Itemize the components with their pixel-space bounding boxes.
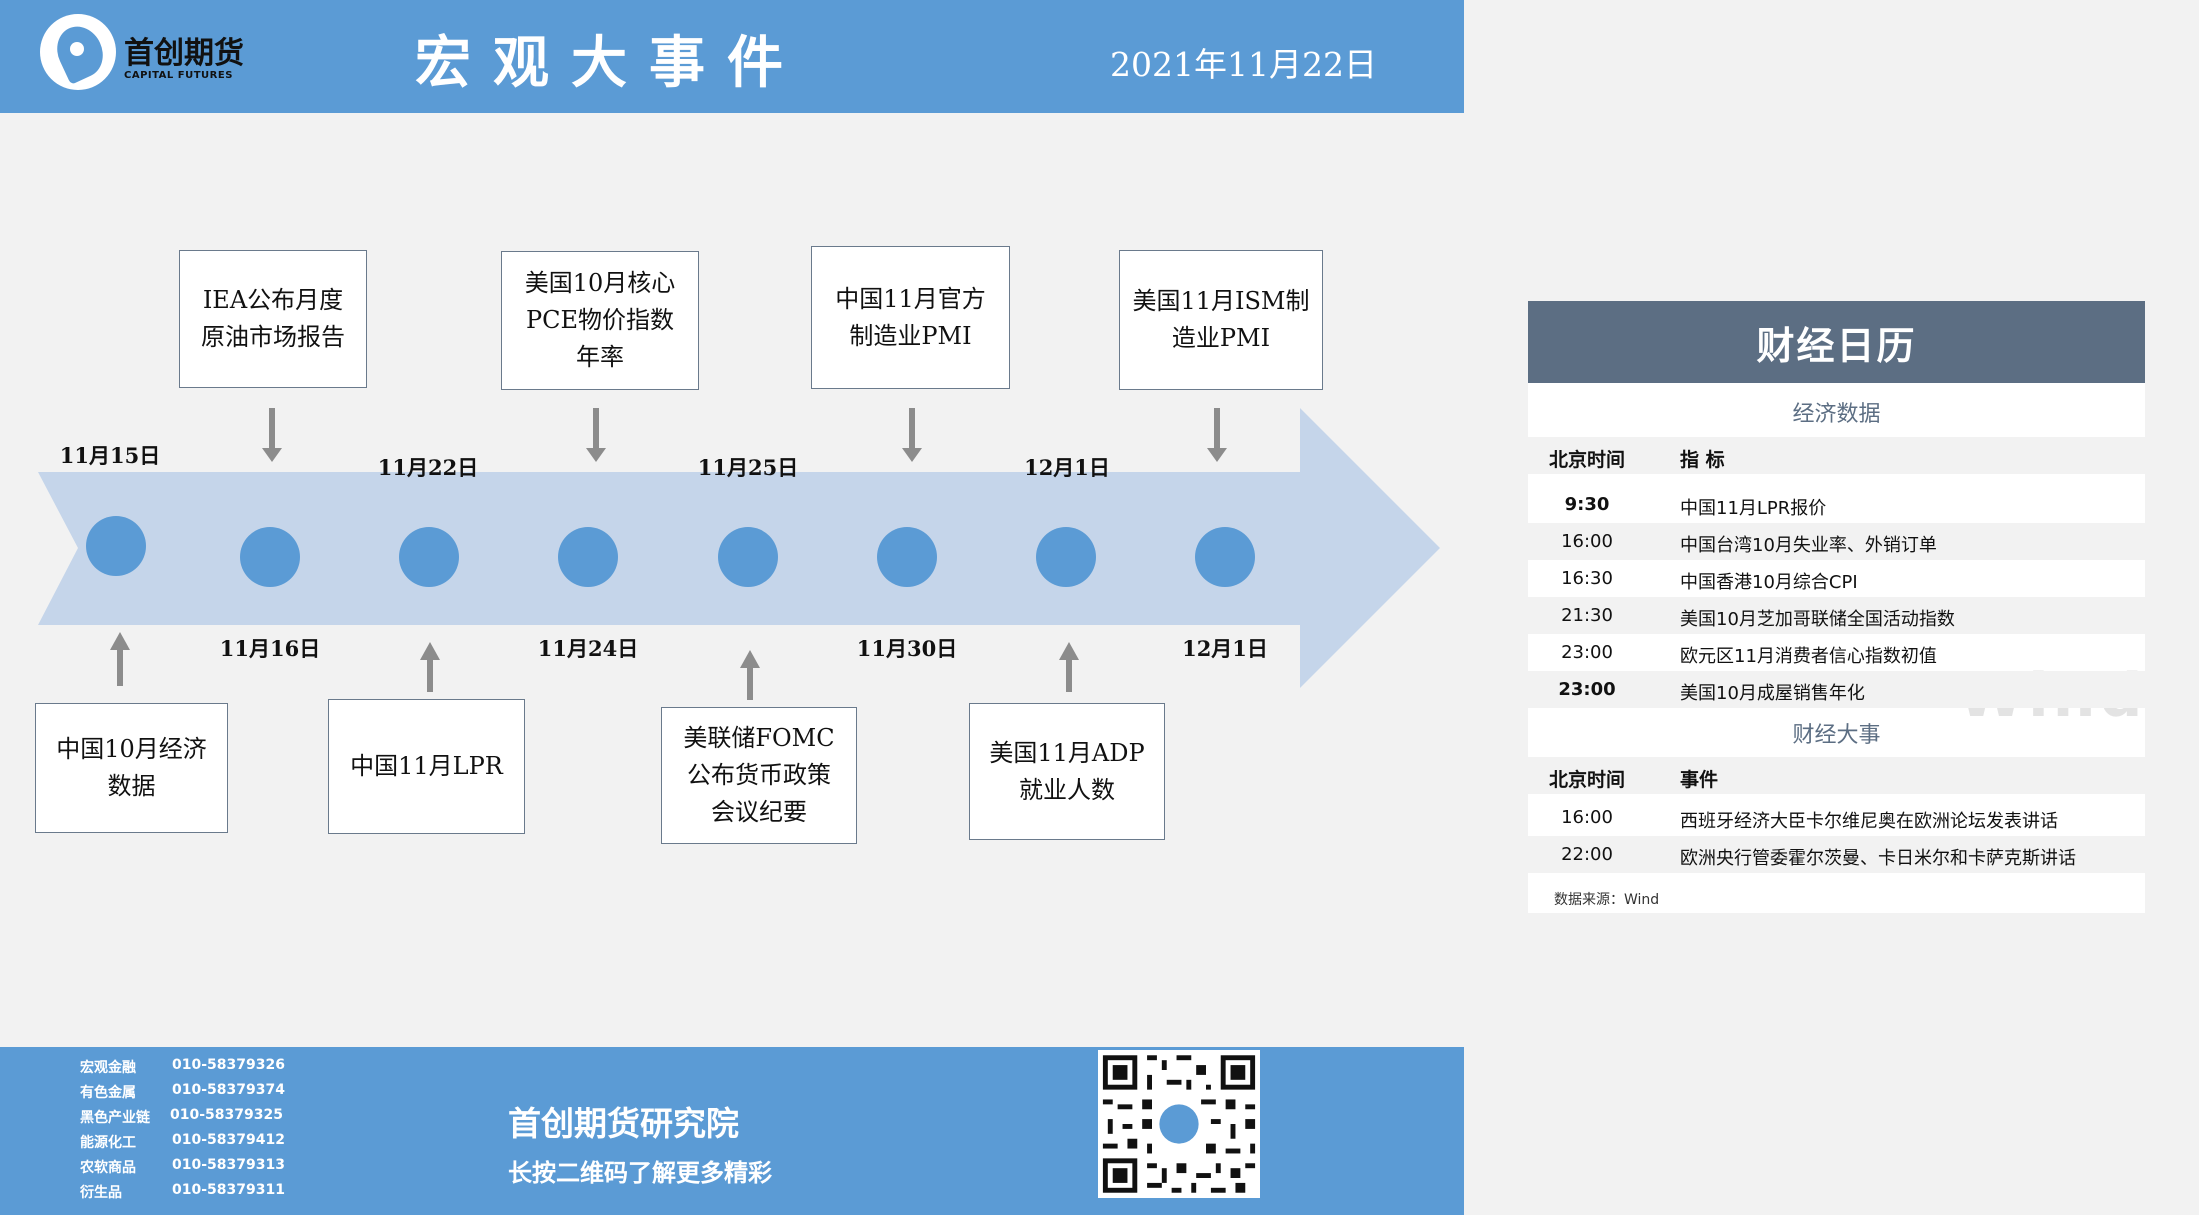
header-banner [0, 0, 1464, 113]
institute-name: 首创期货研究院 [508, 1104, 739, 1143]
event-box-top: IEA公布月度原油市场报告 [179, 250, 367, 388]
timeline-node [718, 527, 778, 587]
event-box-bottom: 中国11月LPR [328, 699, 525, 834]
timeline-date-bottom: 11月16日 [219, 636, 321, 661]
timeline-node [877, 527, 937, 587]
timeline-date-top: 11月25日 [697, 455, 799, 480]
section-title-economic-data: 经济数据 [1792, 402, 1881, 427]
timeline-node [86, 516, 146, 576]
timeline-node [1036, 527, 1096, 587]
institute-slogan: 长按二维码了解更多精彩 [508, 1159, 772, 1187]
timeline-date-top: 12月1日 [1024, 455, 1110, 480]
timeline-date-top: 11月15日 [59, 443, 161, 468]
event-box-top: 美国11月ISM制造业PMI [1119, 250, 1323, 390]
calendar-title: 财经日历 [1528, 301, 2145, 383]
timeline-node [1195, 527, 1255, 587]
table-header-row: 北京时间事件 [1528, 757, 2145, 794]
event-box-bottom: 中国10月经济数据 [35, 703, 228, 833]
page-title: 宏观大事件 [415, 30, 805, 96]
timeline-node [558, 527, 618, 587]
qr-code-icon[interactable] [1098, 1050, 1260, 1198]
timeline-date-bottom: 12月1日 [1182, 636, 1268, 661]
logo-name: 首创期货 [124, 36, 244, 71]
timeline-node [399, 527, 459, 587]
table-header-row: 北京时间指 标 [1528, 437, 2145, 474]
logo-mark-icon [40, 14, 116, 90]
logo-english-name: CAPITAL FUTURES [124, 70, 233, 81]
timeline-date-bottom: 11月30日 [856, 636, 958, 661]
data-source-note: 数据来源：Wind [1554, 892, 1660, 908]
timeline-connector-arrows [110, 408, 1227, 700]
section-title-major-events: 财经大事 [1792, 723, 1881, 748]
event-box-top: 中国11月官方制造业PMI [811, 246, 1010, 389]
company-logo: 首创期货 CAPITAL FUTURES [40, 14, 270, 104]
report-date: 2021年11月22日 [1110, 45, 1377, 84]
timeline-node [240, 527, 300, 587]
timeline-date-bottom: 11月24日 [537, 636, 639, 661]
timeline-date-top: 11月22日 [377, 455, 479, 480]
